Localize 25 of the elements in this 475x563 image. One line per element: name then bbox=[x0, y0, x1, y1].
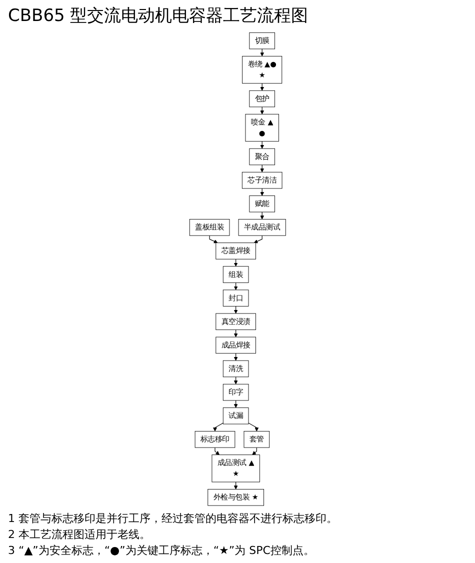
arrow bbox=[260, 188, 264, 196]
arrow bbox=[260, 83, 264, 91]
arrow bbox=[260, 212, 264, 220]
arrow bbox=[234, 482, 238, 490]
note-text: 3 “▲”为安全标志，“●”为关键工序标志，“★”为 SPC控制点。 bbox=[8, 543, 316, 559]
arrow bbox=[209, 235, 218, 244]
arrow bbox=[234, 353, 238, 361]
arrow bbox=[248, 422, 259, 432]
arrow bbox=[260, 48, 264, 56]
arrow bbox=[212, 422, 224, 432]
arrow bbox=[260, 164, 264, 172]
note-text: 1 套管与标志移印是并行工序，经过套管的电容器不进行标志移印。 bbox=[8, 511, 338, 528]
arrow bbox=[234, 330, 238, 338]
arrow bbox=[260, 106, 264, 114]
arrow bbox=[252, 447, 257, 455]
note-text: 2 本工艺流程图适用于老线。 bbox=[8, 527, 152, 544]
arrow bbox=[234, 282, 238, 290]
arrow bbox=[234, 258, 238, 267]
arrow bbox=[214, 447, 220, 455]
arrow bbox=[234, 400, 238, 408]
arrow bbox=[234, 376, 238, 384]
diagram-title: CBB65 型交流电动机电容器工艺流程图 bbox=[8, 5, 310, 27]
arrow bbox=[254, 235, 262, 244]
arrow bbox=[234, 306, 238, 314]
arrow bbox=[260, 141, 264, 149]
